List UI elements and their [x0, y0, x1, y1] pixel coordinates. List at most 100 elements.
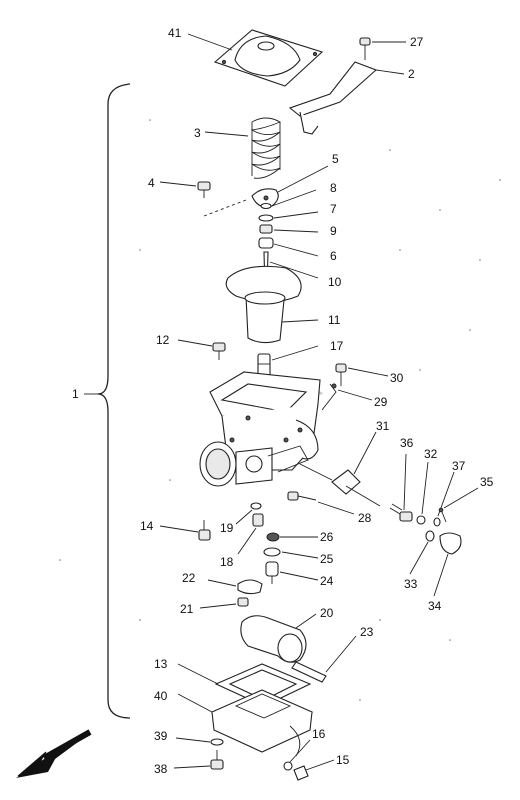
part-12-screw: [212, 342, 226, 360]
callout-24: 24: [320, 574, 334, 588]
part-3-spring: [250, 117, 282, 179]
callout-10: 10: [328, 275, 342, 289]
scan-speckles: [59, 119, 501, 701]
callout-28: 28: [358, 511, 372, 525]
leader-34: [433, 553, 449, 597]
callout-1: 1: [72, 387, 79, 401]
part-24-valve: [265, 561, 279, 584]
callout-41: 41: [168, 26, 182, 40]
part-7-washer: [258, 214, 274, 222]
leader-11: [281, 319, 319, 323]
leader-13: [177, 663, 219, 685]
callout-39: 39: [154, 729, 168, 743]
callout-40: 40: [154, 689, 168, 703]
callout-4: 4: [148, 176, 155, 190]
part-15-drain-screw: [293, 765, 309, 781]
leader-2: [375, 69, 405, 75]
leader-3: [204, 131, 249, 137]
leader-22: [207, 579, 237, 587]
part-30-screw: [335, 363, 347, 386]
leader-7: [273, 211, 319, 219]
callout-8: 8: [330, 181, 337, 195]
leader-24: [279, 571, 319, 581]
part-27-screw: [359, 37, 371, 60]
callout-5: 5: [332, 152, 339, 166]
leader-35: [443, 487, 479, 509]
part-21-screw: [237, 597, 249, 607]
leader-28: [317, 501, 355, 515]
part-25-oring: [263, 547, 281, 557]
leader-21: [199, 603, 237, 609]
leader-17: [271, 345, 319, 361]
callout-31: 31: [376, 419, 390, 433]
callout-9: 9: [330, 224, 337, 238]
part-41-top-cover: [213, 29, 324, 87]
leader-18: [237, 527, 257, 555]
leader-30: [347, 367, 389, 377]
callout-34: 34: [428, 599, 442, 613]
leader-29: [337, 389, 373, 401]
leader-4: [159, 181, 197, 187]
leader-9: [273, 229, 319, 233]
callout-38: 38: [154, 762, 168, 776]
part-18-jet: [252, 513, 264, 527]
leader-16: [289, 739, 311, 763]
part-8-clip: [260, 202, 272, 210]
leader-38: [173, 765, 211, 769]
leader-39: [175, 737, 211, 743]
leader-10: [269, 261, 319, 279]
callout-26: 26: [320, 530, 334, 544]
part-28-screw: [287, 491, 317, 501]
leader-19: [235, 509, 253, 525]
callout-3: 3: [194, 126, 201, 140]
leader-32: [421, 461, 429, 515]
part-19-clip: [250, 502, 262, 510]
part-37-oring: [433, 517, 441, 527]
part-26-nut: [266, 532, 280, 542]
callout-15: 15: [336, 753, 350, 767]
part-39-washer: [210, 738, 224, 746]
part-35-pin: [438, 507, 447, 523]
leader-20: [295, 613, 317, 629]
part-5-plate: [251, 188, 279, 208]
callout-33: 33: [404, 577, 418, 591]
leader-36: [403, 453, 407, 511]
callout-20: 20: [320, 606, 334, 620]
callout-18: 18: [220, 555, 234, 569]
leader-41: [187, 33, 233, 51]
part-14-screw: [198, 520, 211, 541]
callout-36: 36: [400, 436, 414, 450]
callout-12: 12: [156, 333, 170, 347]
callout-11: 11: [328, 313, 341, 327]
callout-16: 16: [312, 727, 326, 741]
leader-15: [305, 759, 335, 771]
part-9-spacer: [259, 224, 273, 234]
part-34-cap: [439, 532, 462, 555]
part-11-piston: [225, 265, 302, 344]
callout-35: 35: [480, 475, 494, 489]
leader-14: [159, 525, 199, 533]
callout-14: 14: [140, 519, 154, 533]
callout-17: 17: [330, 339, 344, 353]
south-west-arrow-icon: [16, 729, 92, 778]
part-4-screw: [197, 181, 211, 198]
callout-7: 7: [330, 202, 337, 216]
callout-13: 13: [154, 657, 168, 671]
callout-19: 19: [220, 521, 234, 535]
part-2-bracket: [288, 61, 378, 135]
part-32-washer: [416, 515, 426, 525]
callout-32: 32: [424, 447, 438, 461]
callout-27: 27: [410, 35, 424, 49]
leader-31: [353, 431, 377, 475]
part-40-float-bowl: [210, 689, 314, 757]
callout-22: 22: [182, 571, 196, 585]
leader-5: [277, 165, 329, 193]
leader-8: [271, 189, 317, 207]
part-38-screw: [210, 750, 224, 770]
callout-25: 25: [320, 552, 334, 566]
part-29-bolt: [321, 383, 337, 411]
part-33-washer: [425, 530, 435, 542]
callout-labels: 1 2 3 4 5 6 7 8 9 10 11 12 13 14 15 16 1…: [72, 26, 494, 776]
